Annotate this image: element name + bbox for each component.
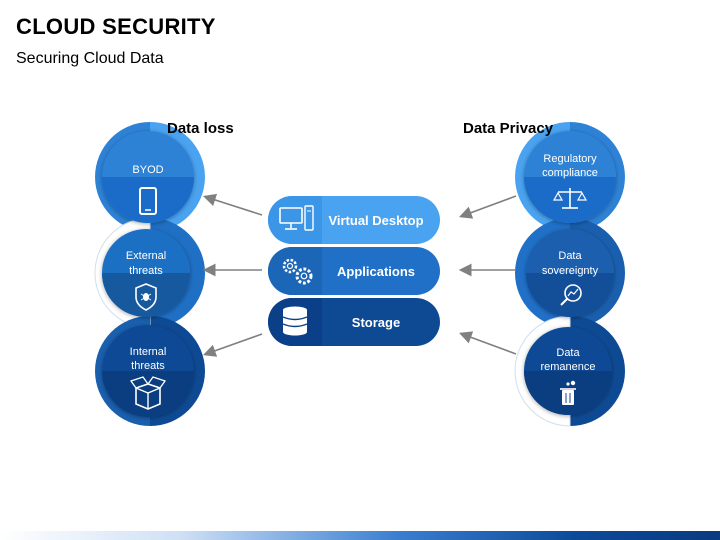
storage-item: Storage bbox=[268, 298, 440, 346]
gears-icon bbox=[282, 258, 313, 285]
data-loss-heading: Data loss bbox=[167, 120, 234, 137]
footer-gradient-bar bbox=[0, 531, 720, 540]
external-threats-node: External threats bbox=[102, 229, 190, 317]
balance-scale-icon bbox=[552, 188, 588, 209]
open-box-icon bbox=[129, 376, 167, 410]
arrow-right-3 bbox=[458, 331, 517, 355]
byod-lower-half bbox=[102, 177, 194, 223]
data-remanence-node: Data remanence bbox=[524, 327, 612, 415]
magnifier-chart-icon bbox=[560, 284, 582, 306]
right-column: Regulatory compliance Data sovereignty bbox=[514, 122, 625, 427]
external-threats-label-line2: threats bbox=[129, 265, 163, 277]
data-privacy-heading: Data Privacy bbox=[463, 120, 554, 137]
arrow-left-3 bbox=[202, 333, 263, 357]
trash-bin-icon bbox=[560, 380, 576, 405]
internal-threats-node: Internal threats bbox=[102, 325, 194, 417]
virtual-desktop-label: Virtual Desktop bbox=[328, 213, 423, 228]
regulatory-compliance-label-line1: Regulatory bbox=[543, 153, 597, 165]
applications-item: Applications bbox=[268, 247, 440, 295]
page-title: CLOUD SECURITY bbox=[16, 14, 216, 39]
byod-node: BYOD bbox=[102, 131, 194, 223]
database-icon bbox=[282, 306, 308, 336]
regulatory-compliance-node: Regulatory compliance bbox=[524, 131, 616, 223]
desktop-computer-icon bbox=[279, 205, 314, 231]
center-stack: Virtual Desktop Applications bbox=[268, 196, 440, 346]
byod-label: BYOD bbox=[132, 164, 163, 176]
storage-label: Storage bbox=[352, 315, 400, 330]
data-sovereignty-node: Data sovereignty bbox=[526, 229, 614, 317]
data-remanence-label-line2: remanence bbox=[540, 361, 595, 373]
arrow-left-1 bbox=[202, 193, 263, 216]
data-remanence-label-line1: Data bbox=[556, 347, 580, 359]
regulatory-compliance-label-line2: compliance bbox=[542, 167, 598, 179]
external-threats-label-line1: External bbox=[126, 250, 166, 262]
data-sovereignty-label-line2: sovereignty bbox=[542, 265, 599, 277]
page-subtitle: Securing Cloud Data bbox=[16, 50, 164, 67]
arrow-right-1 bbox=[458, 195, 517, 219]
left-column: BYOD External threats Internal thr bbox=[94, 122, 205, 426]
shield-bug-icon bbox=[135, 283, 157, 311]
smartphone-icon bbox=[139, 187, 157, 215]
data-sovereignty-lower-half bbox=[526, 273, 614, 317]
virtual-desktop-item: Virtual Desktop bbox=[268, 196, 440, 244]
applications-label: Applications bbox=[337, 264, 415, 279]
data-sovereignty-label-line1: Data bbox=[558, 250, 582, 262]
internal-threats-label-line1: Internal bbox=[130, 346, 167, 358]
internal-threats-label-line2: threats bbox=[131, 360, 165, 372]
arrows bbox=[202, 193, 517, 357]
